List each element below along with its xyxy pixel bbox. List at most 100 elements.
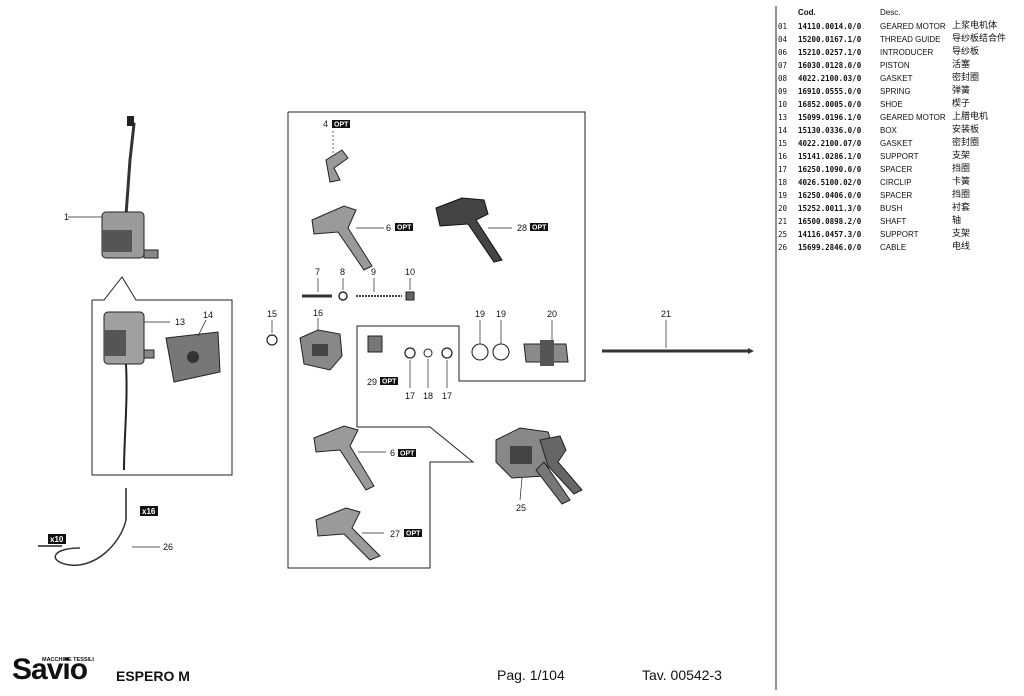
part-description: GEARED MOTOR <box>880 113 946 122</box>
part-description: SPACER <box>880 165 913 174</box>
callout-4: 4 <box>323 119 328 129</box>
part-code: 14116.0457.3/0 <box>798 230 862 239</box>
part-spring-9 <box>356 278 402 297</box>
part-description: SUPPORT <box>880 152 919 161</box>
page-number: Pag. 1/104 <box>497 667 565 683</box>
part-number: 26 <box>778 243 788 252</box>
part-number: 20 <box>778 204 788 213</box>
part-description: INTRODUCER <box>880 48 934 57</box>
part-spacer-19a <box>471 320 489 361</box>
callout-7: 7 <box>315 267 320 277</box>
part-27 <box>315 507 422 561</box>
part-spacer-17b <box>441 347 453 388</box>
part-description-cn: 密封圈 <box>952 138 980 148</box>
callout-10: 10 <box>405 267 415 277</box>
part-code: 4026.5100.02/0 <box>798 178 862 187</box>
part-description: GEARED MOTOR <box>880 22 946 31</box>
part-code: 4022.2100.07/0 <box>798 139 862 148</box>
part-code: 16500.0898.2/0 <box>798 217 862 226</box>
callout-6b: 6 <box>390 448 395 458</box>
part-number: 10 <box>778 100 788 109</box>
part-number: 14 <box>778 126 788 135</box>
callout-17b: 17 <box>442 391 452 401</box>
opt-badge-6a: OPT <box>397 225 412 232</box>
part-description: CABLE <box>880 243 907 252</box>
part-code: 16250.1090.0/0 <box>798 165 862 174</box>
part-gasket-15 <box>266 320 278 346</box>
detail-frame-main <box>287 111 586 569</box>
part-description: GASKET <box>880 139 913 148</box>
part-description-cn: 挡圈 <box>952 190 971 200</box>
header-desc: Desc. <box>880 8 901 17</box>
part-code: 15252.0011.3/0 <box>798 204 862 213</box>
part-support-16 <box>299 318 343 371</box>
part-description-cn: 电线 <box>952 242 971 252</box>
part-description: SPACER <box>880 191 913 200</box>
part-support-assembly-25 <box>495 427 583 505</box>
part-code: 15210.0257.1/0 <box>798 48 862 57</box>
part-box-14 <box>165 319 221 383</box>
part-description-cn: 上腊电机 <box>952 112 989 122</box>
part-number: 09 <box>778 87 788 96</box>
part-number: 13 <box>778 113 788 122</box>
part-spacer-19b <box>492 320 510 361</box>
callout-1: 1 <box>64 212 69 222</box>
part-code: 16910.0555.0/0 <box>798 87 862 96</box>
part-description-cn: 密封圈 <box>952 73 980 83</box>
part-code: 15130.0336.0/0 <box>798 126 862 135</box>
table-row: 06 15210.0257.1/0 INTRODUCER 导纱板 <box>778 46 1018 59</box>
part-gasket-8 <box>338 278 348 301</box>
opt-badge-29: OPT <box>382 379 397 386</box>
part-introducer-6b <box>313 425 416 491</box>
part-code: 16250.0406.0/0 <box>798 191 862 200</box>
part-code: 4022.2100.03/0 <box>798 74 862 83</box>
part-28 <box>435 197 548 263</box>
part-description-cn: 导纱板 <box>952 47 980 57</box>
part-description-cn: 弹簧 <box>952 86 971 96</box>
part-number: 08 <box>778 74 788 83</box>
callout-21: 21 <box>661 309 671 319</box>
part-description: CIRCLIP <box>880 178 912 187</box>
opt-badge-27: OPT <box>406 531 421 538</box>
part-number: 06 <box>778 48 788 57</box>
part-code: 14110.0014.0/0 <box>798 22 862 31</box>
table-number: Tav. 00542-3 <box>642 667 722 683</box>
part-shaft-21 <box>602 320 754 354</box>
callout-20: 20 <box>547 309 557 319</box>
part-description-cn: 卡簧 <box>952 177 971 187</box>
part-code: 16852.0005.0/0 <box>798 100 862 109</box>
part-number: 21 <box>778 217 788 226</box>
savio-logo: Savio MACCHINE TESSILI <box>12 655 94 685</box>
part-code: 15099.0196.1/0 <box>798 113 862 122</box>
part-description-cn: 支架 <box>952 229 971 239</box>
part-description: SHOE <box>880 100 903 109</box>
logo-tagline: MACCHINE TESSILI <box>42 657 94 663</box>
part-spacer-17a <box>404 347 416 388</box>
parts-table-header: Cod. Desc. <box>778 8 1018 20</box>
part-introducer-6a <box>311 205 413 271</box>
part-description-cn: 支架 <box>952 151 971 161</box>
part-thread-guide-4 <box>325 120 350 183</box>
part-description: THREAD GUIDE <box>880 35 941 44</box>
part-description-cn: 楔子 <box>952 99 971 109</box>
part-description-cn: 挡圈 <box>952 164 971 174</box>
part-piston-7 <box>302 278 332 298</box>
table-row: 13 15099.0196.1/0 GEARED MOTOR 上腊电机 <box>778 111 1018 124</box>
part-circlip-18 <box>423 348 433 388</box>
callout-9: 9 <box>371 267 376 277</box>
callout-17a: 17 <box>405 391 415 401</box>
